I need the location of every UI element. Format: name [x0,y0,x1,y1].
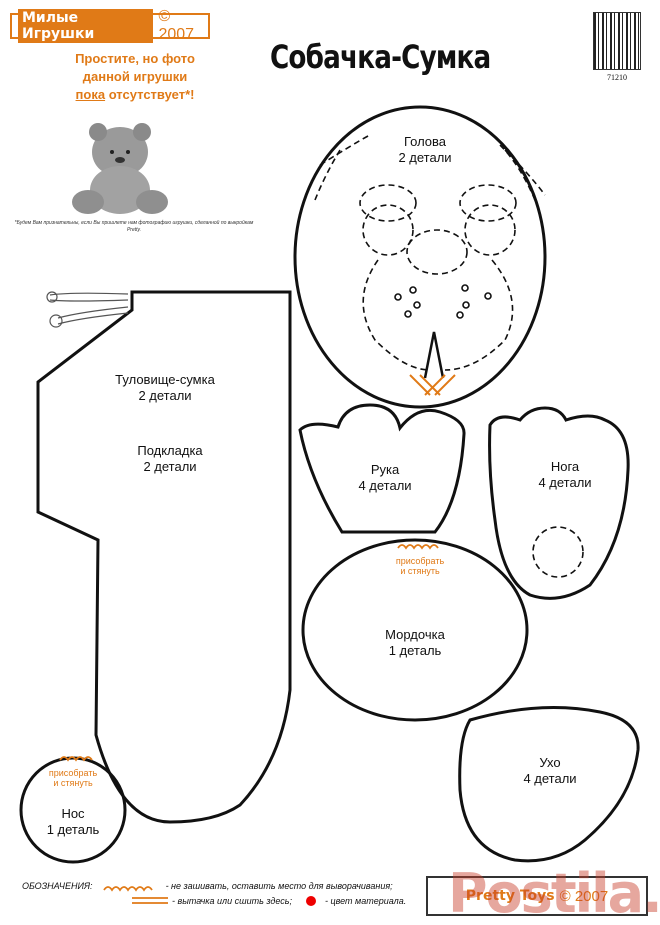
legend-item3: - цвет материала. [325,896,407,906]
barcode [593,12,641,70]
ear-label: Ухо 4 детали [510,755,590,787]
body-count: 2 детали [138,388,192,403]
barcode-number: 71210 [607,73,627,82]
muzzle-name: Мордочка [385,627,445,642]
lining-count: 2 детали [143,459,197,474]
leg-count: 4 детали [538,475,592,490]
leg-label: Нога 4 детали [525,459,605,491]
muzzle-gather-marker [397,544,439,550]
ear-piece [458,706,640,863]
no-photo-rest: отсутствует*! [105,87,195,102]
footer-brand: Pretty Toys [465,888,555,904]
no-photo-notice: Простите, но фото данной игрушки пока от… [40,50,230,104]
no-photo-underlined: пока [75,87,106,102]
lining-label: Подкладка 2 детали [120,443,220,475]
footer-brand-box: Pretty Toys © 2007 [426,876,648,916]
arm-label: Рука 4 детали [345,462,425,494]
body-label: Туловище-сумка 2 детали [100,372,230,404]
head-eyes [394,284,492,319]
teddy-bear-image [72,123,168,214]
head-label: Голова 2 детали [380,134,470,166]
arm-count: 4 детали [358,478,412,493]
muzzle-gather: присобрать [395,556,445,566]
arm-piece [298,403,466,534]
footer-year: © 2007 [559,887,609,905]
watermark: Postila.ru [448,862,660,925]
head-dashes [314,134,546,371]
ear-name: Ухо [539,755,561,770]
muzzle-label: Мордочка 1 деталь [370,627,460,659]
nose-count: 1 деталь [46,822,100,837]
brand-name: Милые Игрушки [18,9,154,43]
legend-item1: - не зашивать, оставить место для вывора… [165,881,393,891]
head-dart [423,331,445,379]
nose-gather-marker [59,756,93,762]
head-count: 2 детали [398,150,452,165]
head-name: Голова [403,134,447,149]
nose-label: Нос 1 деталь [33,806,113,838]
nose-gather2: и стянуть [53,778,93,788]
legend-row1: ОБОЗНАЧЕНИЯ: - не зашивать, оставить мес… [22,881,393,891]
body-handles [46,291,129,328]
brand-box: Милые Игрушки © 2007 [10,8,210,43]
muzzle-gather2: и стянуть [400,566,440,576]
nose-name: Нос [61,806,85,821]
page-title: Собачка-Сумка [270,38,491,76]
ear-count: 4 детали [523,771,577,786]
no-photo-footnote: *Будем Вам признательны, если Вы пришлет… [14,220,254,233]
arm-name: Рука [370,462,400,477]
muzzle-piece [301,538,529,722]
body-name: Туловище-сумка [115,372,215,387]
legend-dart-symbol [132,897,168,904]
head-dart-marker [409,374,456,396]
lining-name: Подкладка [137,443,203,458]
nose-gather-label: присобрать и стянуть [33,768,113,788]
muzzle-count: 1 деталь [388,643,442,658]
legend-title: ОБОЗНАЧЕНИЯ: [22,881,93,891]
leg-piece [488,406,630,600]
legend-item2: - вытачка или сшить здесь; [172,896,293,906]
leg-name: Нога [550,459,580,474]
no-photo-line2: данной игрушки [82,69,188,84]
nose-gather: присобрать [48,768,98,778]
head-piece [293,105,547,409]
brand-year: © 2007 [158,8,195,43]
no-photo-line3: пока отсутствует*! [40,86,230,104]
no-photo-line1: Простите, но фото [75,51,195,66]
legend-open-symbol [103,886,153,892]
muzzle-gather-label: присобрать и стянуть [380,556,460,576]
body-piece [36,290,292,824]
leg-dashed-circle [532,526,584,578]
red-dot-icon [306,896,316,906]
